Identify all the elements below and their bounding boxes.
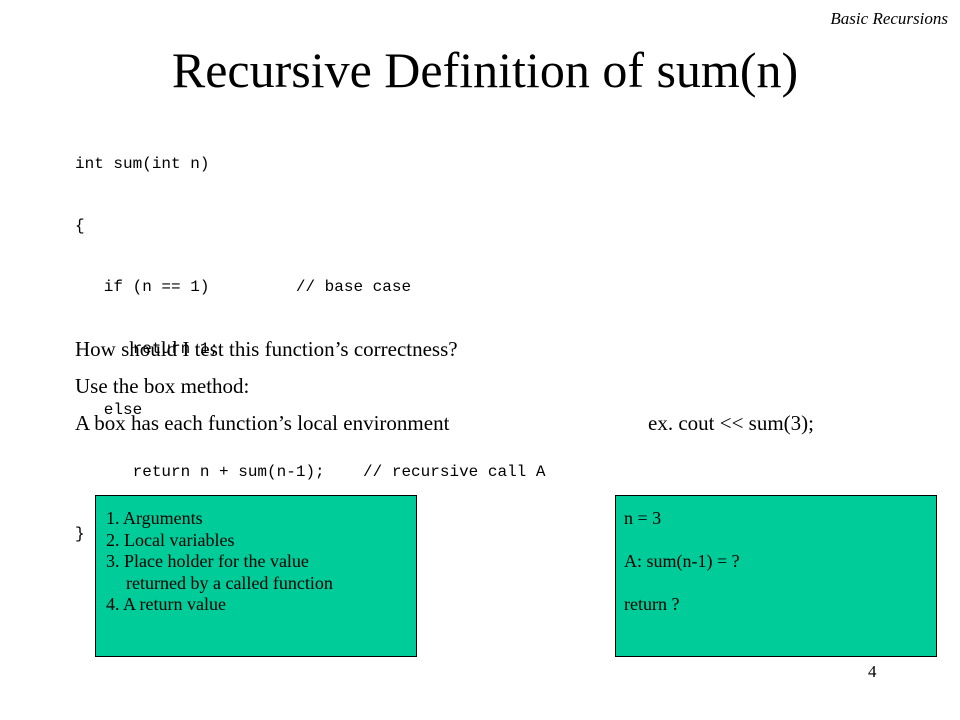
code-line: return n + sum(n-1); // recursive call A	[75, 462, 546, 481]
legend-item: 3. Place holder for the value	[106, 551, 309, 572]
box-contents-legend: 1. Arguments 2. Local variables 3. Place…	[95, 495, 417, 657]
code-line: {	[75, 216, 85, 235]
header-tag: Basic Recursions	[830, 9, 948, 28]
code-line: int sum(int n)	[75, 155, 210, 173]
box-description-text: A box has each function’s local environm…	[75, 411, 450, 435]
argument-line: n = 3	[624, 508, 662, 528]
slide-title: Recursive Definition of sum(n)	[171, 42, 799, 98]
sum-3-box: n = 3 A: sum(n-1) = ? return ?	[615, 495, 937, 657]
code-line: else	[75, 401, 143, 420]
question-text: How should I test this function’s correc…	[75, 337, 458, 361]
spacer	[624, 573, 936, 595]
code-line: return 1;	[75, 339, 220, 358]
legend-item: returned by a called function	[126, 572, 333, 593]
code-line: if (n == 1) // base case	[75, 278, 412, 297]
code-line: }	[75, 524, 85, 543]
page-number: 4	[868, 662, 877, 681]
spacer	[624, 530, 936, 552]
legend-item: 1. Arguments	[106, 508, 203, 528]
placeholder-line: A: sum(n-1) = ?	[624, 551, 740, 572]
legend-item: 4. A return value	[106, 594, 226, 615]
code-block: int sum(int n) { if (n == 1) // base cas…	[75, 116, 545, 565]
return-line: return ?	[624, 594, 680, 615]
method-text: Use the box method:	[75, 374, 250, 398]
example-text: ex. cout << sum(3);	[648, 411, 814, 435]
legend-item: 2. Local variables	[106, 529, 235, 550]
